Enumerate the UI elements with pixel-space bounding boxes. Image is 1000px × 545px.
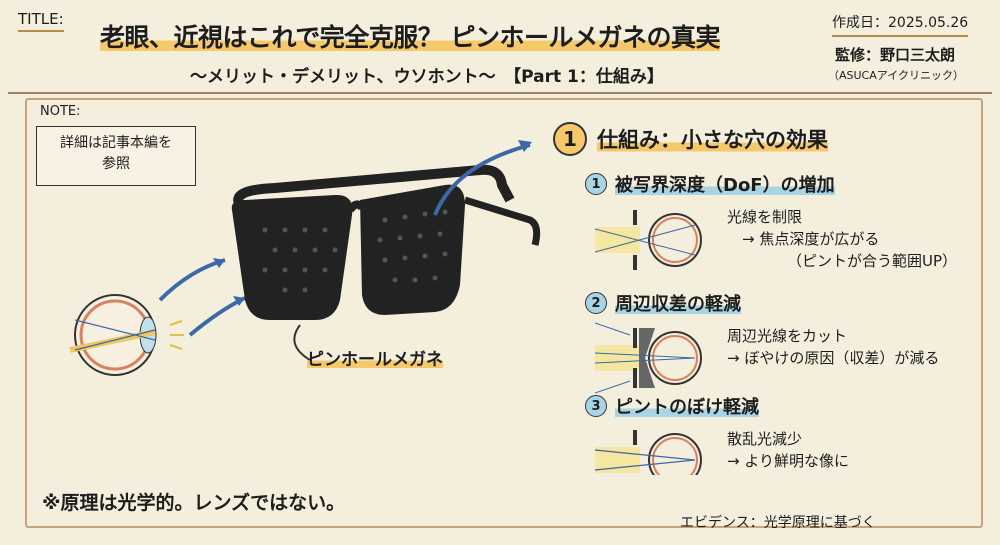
content-frame (25, 98, 983, 528)
footnote: ※原理は光学的。レンズではない。 (42, 492, 346, 514)
eye-diagram-aberration (595, 322, 702, 394)
note-text-line1: 詳細は記事本編を (60, 135, 172, 151)
section-title-text: 仕組み：小さな穴の効果 (597, 124, 828, 154)
page-title: 老眼、近視はこれで完全克服？ ピンホールメガネの真実 (100, 18, 720, 54)
item-3-description: 散乱光減少 → より鮮明な像に (727, 428, 849, 472)
title-tag: TITLE: (18, 10, 64, 32)
eye-diagram-dof (595, 210, 702, 270)
evidence-note: エビデンス：光学原理に基づく (680, 515, 876, 531)
light-rays (169, 320, 184, 350)
glasses-caption: ピンホールメガネ (307, 345, 443, 370)
item-2-description: 周辺光線をカット → ぼやけの原因（収差）が減る (727, 325, 939, 369)
desc-line: 散乱光減少 (727, 430, 803, 448)
note-box: 詳細は記事本編を 参照 (36, 126, 196, 186)
item-1-description: 光線を制限 → 焦点深度が広がる （ピントが合う範囲UP） (727, 206, 957, 272)
subtitle: 〜メリット・デメリット、ウソホント〜 【Part 1：仕組み】 (190, 67, 664, 87)
note-label: NOTE: (40, 104, 81, 119)
desc-line: （ピントが合う範囲UP） (787, 252, 958, 270)
section-title: 1 仕組み：小さな穴の効果 (553, 122, 828, 156)
item-title: 周辺収差の軽減 (615, 290, 741, 316)
note-text-line2: 参照 (102, 156, 130, 172)
desc-line: → より鮮明な像に (727, 452, 850, 470)
desc-line: → ぼやけの原因（収差）が減る (727, 349, 940, 367)
item-number: 1 (585, 173, 607, 195)
item-3-heading: 3 ピントのぼけ軽減 (585, 393, 759, 419)
arrow-icon (188, 296, 246, 337)
desc-line: 光線を制限 (727, 208, 803, 226)
pointer-arrow-icon (293, 324, 311, 361)
arrow-icon (158, 258, 226, 302)
eye-icon (69, 294, 157, 376)
divider (8, 92, 992, 94)
item-2-heading: 2 周辺収差の軽減 (585, 290, 741, 316)
pinhole-glasses-illustration (69, 140, 541, 376)
supervisor: 監修：野口三太朗 (835, 46, 956, 64)
clinic-name: （ASUCAアイクリニック） (828, 69, 964, 82)
arrow-icon (433, 143, 531, 216)
item-title: ピントのぼけ軽減 (615, 393, 759, 419)
desc-line: 周辺光線をカット (727, 327, 848, 345)
creation-date: 作成日：2025.05.26 (832, 12, 969, 37)
section-number: 1 (553, 122, 587, 156)
eye-diagram-blur (595, 430, 702, 475)
glasses-icon (231, 164, 541, 320)
desc-line: → 焦点深度が広がる (742, 230, 880, 248)
item-number: 2 (585, 292, 607, 314)
item-number: 3 (585, 395, 607, 417)
item-1-heading: 1 被写界深度（DoF）の増加 (585, 171, 835, 197)
pinhole-eye-diagrams (595, 210, 702, 475)
item-title: 被写界深度（DoF）の増加 (615, 171, 835, 197)
